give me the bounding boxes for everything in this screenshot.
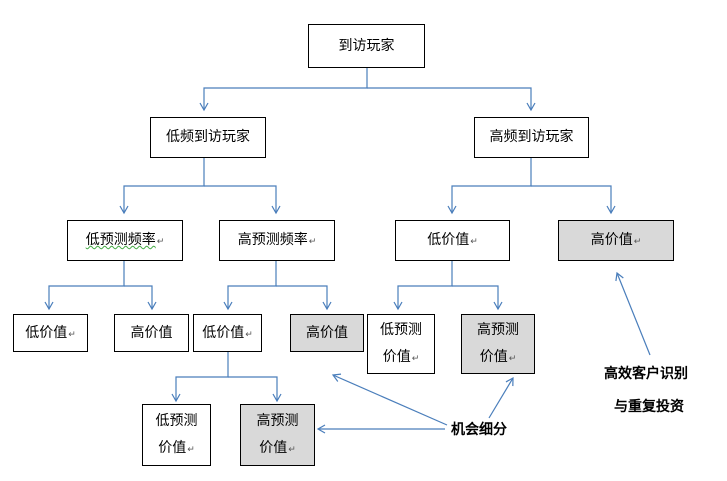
return-mark: ↵ — [288, 445, 296, 455]
node-low-predicted-value-1: 低预测 价值↵ — [367, 314, 435, 374]
node-label: 高价值 — [590, 232, 633, 249]
node-label: 低预测频率 — [85, 232, 156, 249]
node-label: 低价值 — [25, 324, 68, 341]
arrow-efficient-to-high-value — [615, 271, 651, 356]
node-label-line2: 价值 — [382, 349, 411, 365]
node-label: 低价值 — [202, 324, 245, 341]
arrow-opportunity-to-high-pred-value-upper — [488, 376, 514, 419]
return-mark: ↵ — [470, 237, 478, 248]
return-mark: ↵ — [411, 354, 420, 364]
node-label: 低价值 — [427, 232, 470, 249]
node-label: 高预测频率 — [237, 232, 308, 249]
node-low-predicted-value-2: 低预测 价值↵ — [142, 404, 211, 466]
node-label-line2: 价值 — [259, 440, 288, 456]
edge-low-value-right — [452, 285, 503, 311]
edge-root — [367, 87, 536, 112]
node-high-predicted-frequency: 高预测频率↵ — [219, 220, 335, 261]
node-label-line1: 高预测 — [256, 413, 299, 430]
node-low-value-1: 低价值↵ — [13, 314, 88, 352]
node-label-line2: 价值 — [158, 440, 187, 456]
node-low-frequency-visitors: 低频到访玩家 — [150, 117, 266, 158]
edge-low-value-left — [228, 376, 282, 403]
return-mark: ↵ — [245, 329, 253, 340]
node-label-line2: 价值 — [479, 349, 508, 365]
node-high-frequency-visitors: 高频到访玩家 — [474, 117, 589, 158]
node-label: 到访玩家 — [338, 37, 395, 54]
node-label: 高价值 — [130, 324, 173, 341]
efficient-identification-label-line1: 高效客户识别 — [604, 366, 688, 382]
edge-root — [199, 68, 368, 112]
edge-high-pred-freq — [223, 261, 277, 311]
node-low-predicted-frequency: 低预测频率↵ — [67, 220, 183, 261]
node-label: 高频到访玩家 — [489, 129, 574, 146]
edge-high-pred-freq — [276, 285, 332, 311]
edge-low-freq — [204, 185, 281, 215]
node-label-line1: 低预测 — [380, 322, 422, 339]
node-high-value-1: 高价值 — [114, 314, 189, 352]
node-high-value-high-freq: 高价值↵ — [558, 220, 674, 261]
opportunity-segmentation-label: 机会细分 — [451, 422, 507, 438]
node-root: 到访玩家 — [308, 24, 425, 68]
node-high-value-2: 高价值 — [290, 314, 364, 352]
return-mark: ↵ — [633, 237, 642, 248]
edge-low-value-left — [171, 352, 229, 403]
edge-low-pred-freq — [124, 285, 157, 311]
return-mark: ↵ — [68, 329, 76, 340]
return-mark: ↵ — [187, 445, 195, 455]
node-label: 高价值 — [306, 324, 348, 341]
node-label-line1: 高预测 — [477, 322, 519, 339]
edge-low-value-right — [393, 261, 453, 311]
edge-high-freq — [531, 185, 616, 215]
return-mark: ↵ — [508, 354, 517, 364]
edge-low-pred-freq — [44, 261, 125, 311]
node-low-value-high-freq: 低价值↵ — [395, 220, 510, 261]
node-low-value-2: 低价值↵ — [193, 314, 262, 352]
arrow-opportunity-to-high-value — [331, 373, 448, 426]
node-high-predicted-value-1: 高预测 价值↵ — [461, 314, 535, 374]
edge-high-freq — [447, 158, 532, 215]
node-high-predicted-value-2: 高预测 价值↵ — [240, 404, 315, 466]
node-label: 低频到访玩家 — [166, 129, 250, 146]
return-mark: ↵ — [156, 237, 165, 248]
efficient-identification-label-line2: 与重复投资 — [614, 399, 684, 415]
edge-low-freq — [119, 158, 205, 215]
node-label-line1: 低预测 — [155, 413, 198, 430]
return-mark: ↵ — [308, 237, 317, 248]
